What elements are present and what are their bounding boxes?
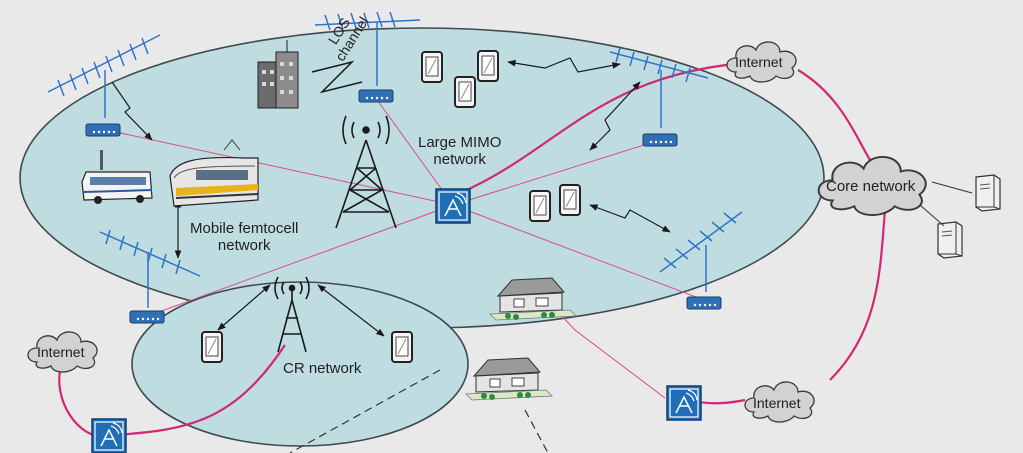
tablet-icon: [201, 331, 223, 363]
mimo-label-line2: network: [433, 151, 486, 168]
base-station-icon: [666, 385, 702, 421]
tablet-icon: [391, 331, 413, 363]
cr-tower-icon: [274, 276, 310, 353]
femtocell-label: Mobile femtocell network: [190, 220, 298, 254]
internet-bottom-label: Internet: [753, 395, 801, 411]
core-network-label: Core network: [826, 178, 916, 195]
bus-icon: [81, 150, 153, 204]
boundary-dash-2: [524, 409, 549, 453]
wireless-router-icon: [642, 133, 678, 147]
tablet-icon: [421, 51, 443, 83]
internet-left-label: Internet: [37, 344, 85, 360]
tablet-icon: [454, 76, 476, 108]
server-link: [919, 181, 973, 227]
wireless-router-icon: [358, 89, 394, 103]
cell-tower-icon: [335, 115, 397, 229]
base-station-icon: [435, 188, 471, 224]
tablet-icon: [477, 50, 499, 82]
server-icon: [937, 221, 963, 259]
yagi-antenna-icon: [314, 11, 421, 86]
yagi-antenna-icon: [47, 34, 161, 118]
server-icon: [975, 174, 1001, 212]
base-station-icon: [91, 418, 127, 453]
wireless-router-icon: [686, 296, 722, 310]
cr-network-label: CR network: [283, 360, 362, 377]
tablet-icon: [529, 190, 551, 222]
yagi-antenna-icon: [609, 47, 709, 128]
boundary-dash: [289, 369, 441, 453]
yagi-antenna-icon: [99, 229, 201, 308]
wireless-arrows: [111, 57, 671, 337]
wireless-router-icon: [129, 310, 165, 324]
los-lightning-icon: [311, 60, 363, 94]
wireless-router-icon: [85, 123, 121, 137]
train-icon: [169, 139, 259, 207]
mimo-label-line1: Large MIMO: [418, 134, 502, 151]
building-icon: [257, 40, 299, 109]
femtocell-label-line1: Mobile femtocell: [190, 220, 299, 237]
internet-top-label: Internet: [735, 54, 783, 70]
house-icon: [465, 357, 553, 401]
yagi-antenna-icon: [659, 211, 743, 292]
mimo-label: Large MIMO network: [418, 134, 501, 168]
tablet-icon: [559, 184, 581, 216]
femtocell-label-line2: network: [217, 237, 271, 254]
